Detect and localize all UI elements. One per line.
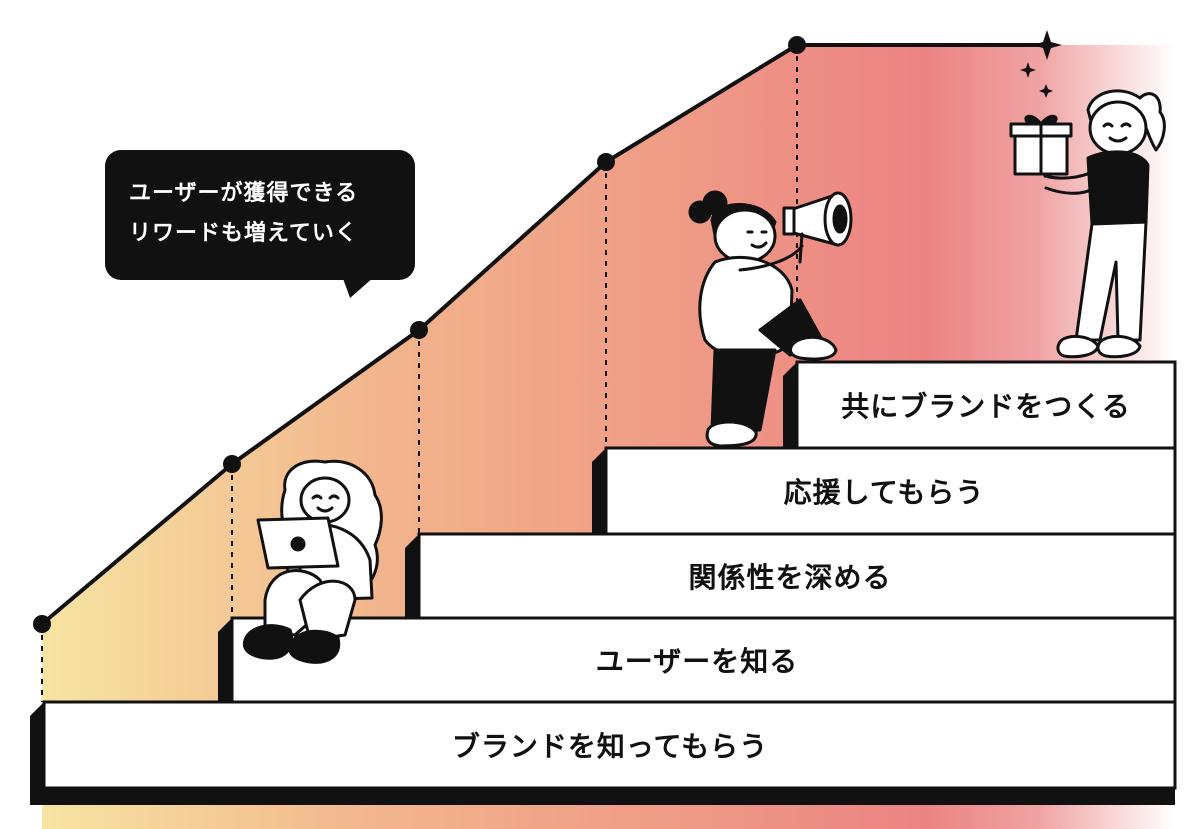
- milestone-dot: [223, 455, 241, 473]
- milestone-dots: [33, 36, 806, 633]
- milestone-dot: [788, 36, 806, 54]
- speech-bubble: ユーザーが獲得できる リワードも増えていく: [105, 150, 415, 280]
- milestone-dot: [410, 321, 428, 339]
- person-with-gift-icon: [1009, 89, 1166, 359]
- growth-line: [40, 43, 1040, 626]
- milestone-dot: [597, 153, 615, 171]
- step-label: 共にブランドをつくる: [841, 390, 1130, 423]
- milestone-dot: [33, 615, 51, 633]
- person-with-megaphone-icon: [688, 190, 853, 448]
- step-5: 共にブランドをつくる: [783, 360, 1177, 450]
- step-2: ユーザーを知る: [218, 616, 1177, 704]
- sparkle-icon: [1020, 30, 1062, 98]
- step-1: ブランドを知ってもらう: [30, 700, 1177, 805]
- step-label: ユーザーを知る: [596, 645, 798, 678]
- bubble-line-2: リワードも増えていく: [129, 221, 358, 246]
- step-label: 関係性を深める: [688, 561, 891, 594]
- person-with-laptop-icon: [242, 459, 383, 664]
- step-3: 関係性を深める: [405, 532, 1177, 620]
- bubble-line-1: ユーザーが獲得できる: [129, 181, 359, 206]
- step-label: 応援してもらう: [784, 476, 985, 509]
- step-label: ブランドを知ってもらう: [452, 730, 768, 763]
- step-4: 応援してもらう: [592, 446, 1177, 536]
